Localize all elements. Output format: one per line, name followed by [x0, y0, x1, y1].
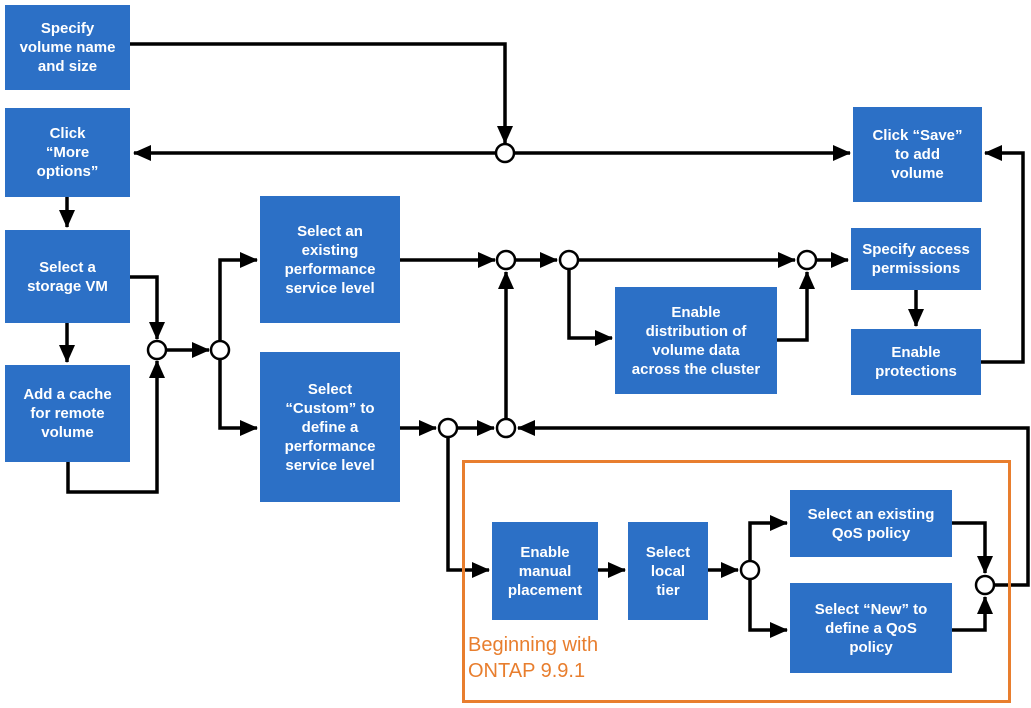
edge-a-down-to-manual-placement — [446, 437, 490, 578]
edge-junction2-to-custom-psl — [218, 359, 258, 436]
edge-distribution-to-c3 — [777, 271, 815, 342]
edge-add-cache-loop-to-junction1 — [66, 360, 165, 494]
edge-protections-to-save — [981, 145, 1025, 364]
edge-c2-to-distribution — [567, 269, 613, 346]
node-select-custom-psl: Select “Custom” to define a performance … — [260, 352, 400, 502]
node-select-existing-qos: Select an existing QoS policy — [790, 490, 952, 557]
junction-c3 — [796, 249, 818, 271]
edge-storage-vm-to-junction1 — [130, 275, 165, 340]
edge-specify-to-top-junction — [130, 42, 513, 144]
edge-junction2-to-existing-psl — [218, 252, 258, 341]
node-add-cache-remote-volume: Add a cache for remote volume — [5, 365, 130, 462]
node-enable-manual-placement: Enable manual placement — [492, 522, 598, 620]
junction-top — [494, 142, 516, 164]
junction-c2 — [558, 249, 580, 271]
edge-qos-merge-to-b — [517, 420, 1030, 587]
junction-c1 — [495, 249, 517, 271]
edge-existing-qos-to-merge — [952, 521, 993, 574]
edge-fork-to-new-qos — [748, 579, 788, 638]
junction-qos-merge — [974, 574, 996, 596]
edge-new-qos-to-merge — [952, 596, 993, 632]
node-select-existing-psl: Select an existing performance service l… — [260, 196, 400, 323]
node-enable-distribution: Enable distribution of volume data acros… — [615, 287, 777, 394]
junction-a — [437, 417, 459, 439]
ontap-991-caption: Beginning with ONTAP 9.9.1 — [468, 634, 599, 682]
node-specify-access-permissions: Specify access permissions — [851, 228, 981, 290]
node-select-storage-vm: Select a storage VM — [5, 230, 130, 323]
ontap-991-group-box — [462, 460, 1011, 703]
junction-psl-fork — [209, 339, 231, 361]
node-select-local-tier: Select local tier — [628, 522, 708, 620]
node-specify-volume-name-size: Specify volume name and size — [5, 5, 130, 90]
junction-b — [495, 417, 517, 439]
node-enable-protections: Enable protections — [851, 329, 981, 395]
junction-qos-fork — [739, 559, 761, 581]
node-click-more-options: Click “More options” — [5, 108, 130, 197]
edge-fork-to-existing-qos — [748, 515, 788, 561]
node-select-new-qos: Select “New” to define a QoS policy — [790, 583, 952, 673]
node-click-save-add-volume: Click “Save” to add volume — [853, 107, 982, 202]
junction-storage-merge — [146, 339, 168, 361]
